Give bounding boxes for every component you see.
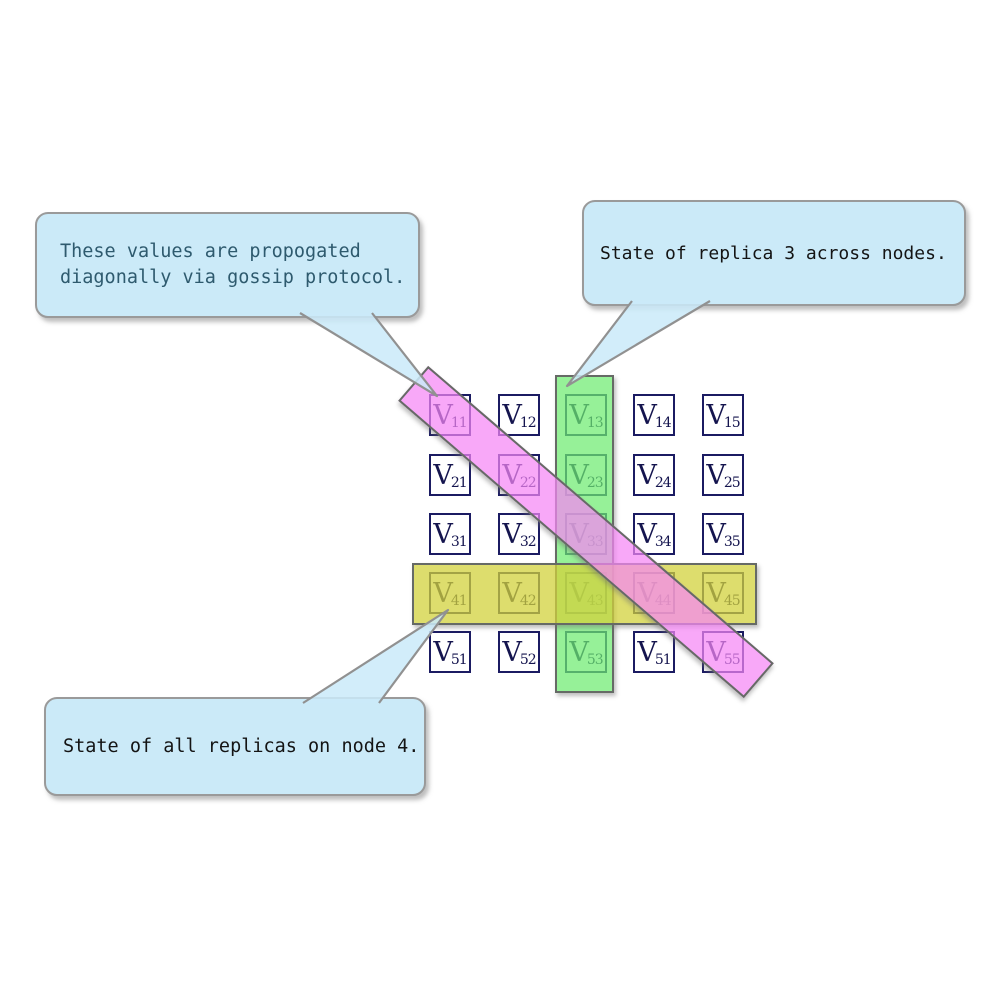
cell-subscript: 31 — [450, 534, 468, 550]
cell-symbol: V — [502, 399, 522, 431]
cell-symbol: V — [637, 636, 657, 668]
callout-gossip-line2: diagonally via gossip protocol. — [60, 267, 406, 288]
cell-symbol: V — [637, 459, 657, 491]
cell-subscript: 35 — [723, 534, 741, 550]
cell-symbol: V — [433, 518, 453, 550]
cell-symbol: V — [706, 518, 726, 550]
cell-subscript: 24 — [654, 475, 672, 491]
cell-subscript: 25 — [723, 475, 741, 491]
cell-symbol: V — [502, 518, 522, 550]
callout-gossip-line1: These values are propogated — [60, 241, 361, 262]
cell-subscript: 32 — [519, 534, 537, 550]
callout-replica3: State of replica 3 across nodes. — [582, 200, 966, 306]
cell-subscript: 34 — [654, 534, 672, 550]
cell-symbol: V — [637, 518, 657, 550]
cell-symbol: V — [502, 636, 522, 668]
callout-replica3-tail — [565, 300, 711, 388]
cell-symbol: V — [706, 459, 726, 491]
callout-node4-text: State of all replicas on node 4. — [63, 736, 420, 757]
cell-symbol: V — [433, 459, 453, 491]
cell-subscript: 14 — [654, 415, 672, 431]
cell-subscript: 51 — [450, 652, 468, 668]
cell-symbol: V — [637, 399, 657, 431]
callout-gossip-protocol: These values are propogated diagonally v… — [35, 212, 420, 318]
cell-symbol: V — [706, 399, 726, 431]
cell-subscript: 52 — [519, 652, 537, 668]
callout-node4: State of all replicas on node 4. — [44, 697, 426, 796]
cell-subscript: 15 — [723, 415, 741, 431]
callout-replica3-text: State of replica 3 across nodes. — [600, 242, 947, 264]
cell-subscript: 21 — [450, 475, 468, 491]
cell-subscript: 12 — [519, 415, 537, 431]
cell-subscript: 51 — [654, 652, 672, 668]
